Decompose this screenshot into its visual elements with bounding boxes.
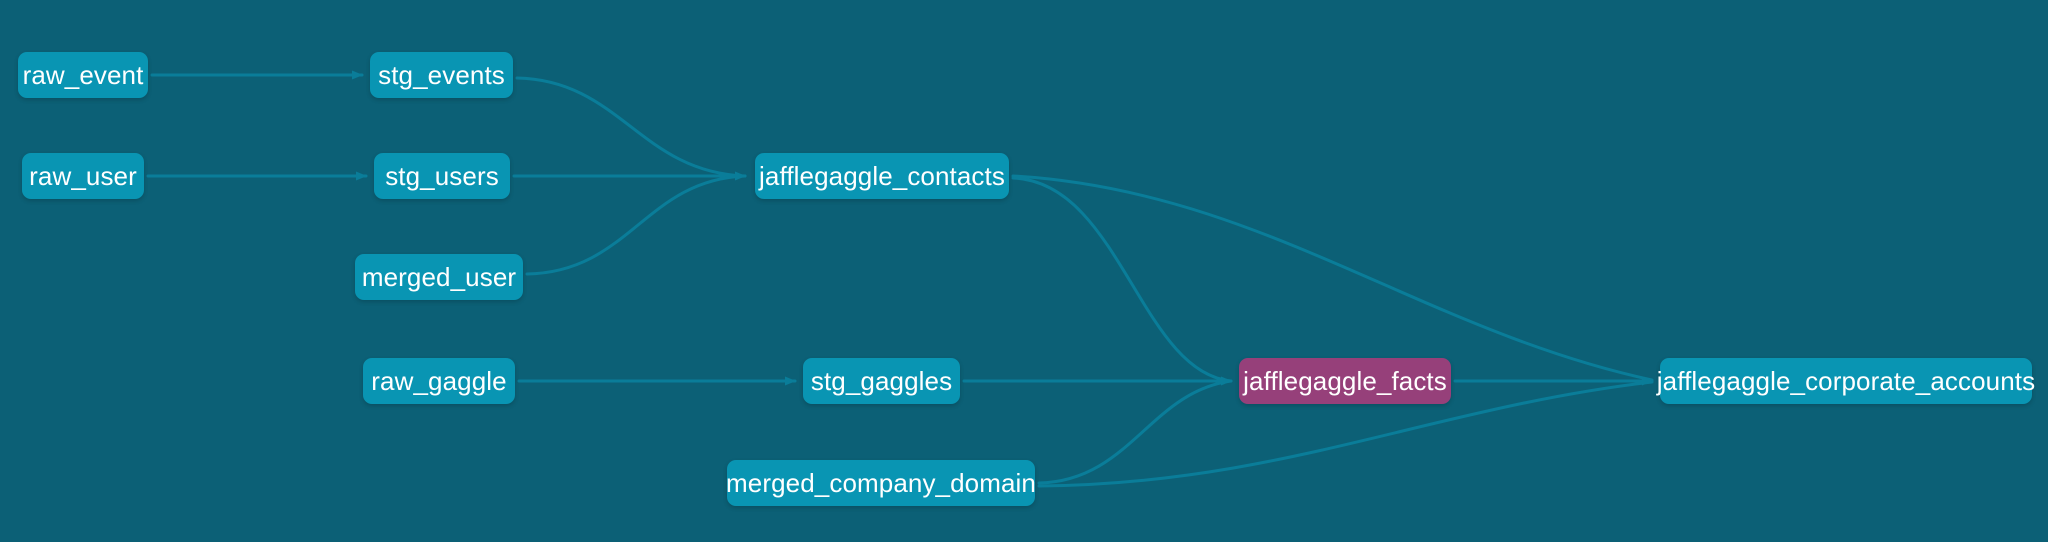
- dag-node-merged_user[interactable]: merged_user: [355, 254, 523, 300]
- dag-node-label: raw_user: [29, 161, 137, 191]
- dag-node-jafflegaggle_contacts[interactable]: jafflegaggle_contacts: [755, 153, 1009, 199]
- dag-node-stg_events[interactable]: stg_events: [370, 52, 513, 98]
- edge-stg_events-to-jafflegaggle_contacts: [515, 76, 747, 178]
- edge-merged_company_domain-to-jafflegaggle_facts: [1037, 379, 1233, 485]
- dag-node-merged_company_domain[interactable]: merged_company_domain: [726, 460, 1036, 506]
- dag-node-label: stg_gaggles: [810, 366, 953, 396]
- dag-node-label: jafflegaggle_corporate_accounts: [1656, 366, 2036, 396]
- dag-node-raw_gaggle[interactable]: raw_gaggle: [363, 358, 515, 404]
- edge-jafflegaggle_contacts-to-jafflegaggle_corporate_accounts: [1011, 174, 1654, 382]
- dag-node-label: merged_user: [361, 262, 517, 292]
- dag-node-raw_user[interactable]: raw_user: [22, 153, 144, 199]
- dag-node-jafflegaggle_facts[interactable]: jafflegaggle_facts: [1239, 358, 1451, 404]
- edge-merged_user-to-jafflegaggle_contacts: [525, 174, 747, 276]
- dag-node-stg_gaggles[interactable]: stg_gaggles: [803, 358, 960, 404]
- dag-node-stg_users[interactable]: stg_users: [374, 153, 510, 199]
- dag-node-label: stg_users: [385, 161, 499, 191]
- dag-node-label: raw_event: [22, 60, 144, 90]
- dag-node-label: merged_company_domain: [726, 468, 1036, 498]
- dag-node-label: raw_gaggle: [371, 366, 507, 396]
- edge-jafflegaggle_contacts-to-jafflegaggle_facts: [1011, 176, 1233, 383]
- dag-node-label: stg_events: [378, 60, 505, 90]
- dag-node-jafflegaggle_corporate_accounts[interactable]: jafflegaggle_corporate_accounts: [1656, 358, 2036, 404]
- dag-node-label: jafflegaggle_contacts: [759, 161, 1005, 191]
- dag-node-raw_event[interactable]: raw_event: [18, 52, 148, 98]
- dag-node-label: jafflegaggle_facts: [1243, 366, 1447, 396]
